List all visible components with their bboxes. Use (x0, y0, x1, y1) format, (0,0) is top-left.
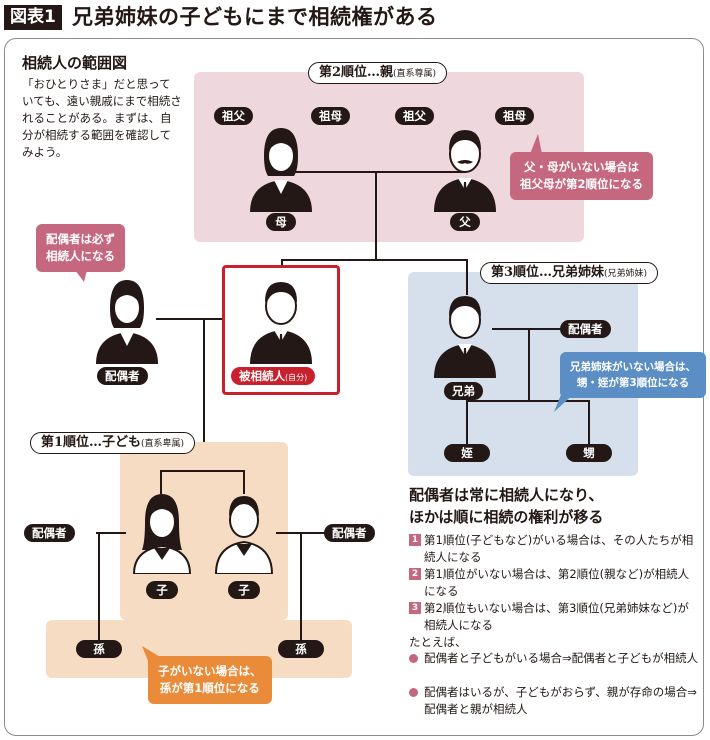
father-tag: 父 (450, 213, 480, 231)
children-note-bubble: 子がいない場合は、 孫が第1順位になる (148, 656, 272, 704)
grandmother-tag-2: 祖母 (495, 107, 534, 125)
child-left-person-icon (132, 494, 192, 574)
sibling-person-icon (434, 296, 496, 378)
siblings-note-bubble: 兄弟姉妹がいない場合は、 甥・姪が第3順位になる (560, 352, 706, 398)
child-right-tag: 子 (228, 581, 260, 599)
children-bubble-tail (142, 646, 162, 666)
connector (156, 318, 224, 320)
self-person-icon (250, 282, 312, 364)
connector (203, 318, 205, 442)
grandmother-tag-1: 祖母 (311, 107, 350, 125)
connector (375, 171, 377, 259)
child-spouse-right-tag: 配偶者 (324, 524, 375, 542)
figure-badge: 図表1 (4, 5, 62, 30)
connector (528, 328, 530, 400)
grandfather-tag-2: 祖父 (395, 107, 434, 125)
spouse-person-icon (96, 280, 158, 364)
nephew-tag: 甥 (566, 444, 612, 462)
connector (466, 259, 468, 295)
spouse-note-bubble: 配偶者は必ず 相続人になる (36, 224, 125, 272)
connector (98, 532, 100, 640)
siblings-bubble-tail (554, 392, 576, 412)
grandchild-left-tag: 孫 (76, 640, 122, 658)
connector (243, 470, 245, 494)
intro-text: 「おひとりさま」だと思っていても、遠い親戚にまで相続されることがある。まずは、自… (22, 77, 182, 159)
connector (96, 532, 126, 534)
page-title: 兄弟姉妹の子どもにまで相続権がある (72, 5, 438, 29)
grandfather-tag-1: 祖父 (214, 107, 253, 125)
parents-bubble-tail (530, 134, 542, 154)
connector (466, 400, 468, 444)
child-left-tag: 子 (146, 581, 178, 599)
spouse-bubble-tail (72, 266, 88, 282)
third-rank-label: 第3順位…兄弟姉妹(兄弟姉妹) (480, 262, 659, 284)
rule-item: 3 第2順位もいない場合は、第3順位(兄弟姉妹など)が相続人になる (409, 600, 699, 634)
child-right-person-icon (214, 496, 274, 574)
connector (160, 470, 244, 472)
niece-tag: 姪 (444, 444, 490, 462)
child-spouse-left-tag: 配偶者 (24, 524, 75, 542)
connector (280, 171, 466, 173)
father-person-icon (434, 130, 496, 212)
connector (466, 400, 590, 402)
rule-number: 2 (409, 568, 421, 580)
rule-number: 3 (409, 602, 421, 614)
header: 図表1 兄弟姉妹の子どもにまで相続権がある (0, 0, 710, 36)
connector (281, 259, 283, 267)
connector (281, 259, 467, 261)
second-rank-label: 第2順位…親(直系尊属) (308, 62, 448, 84)
connector (492, 328, 562, 330)
rule-item: 1 第1順位(子どもなど)がいる場合は、その人たちが相続人になる (409, 532, 699, 566)
bullet-dot-icon (409, 688, 418, 697)
rule-number: 1 (409, 534, 421, 546)
rules-title: 配偶者は常に相続人になり、 ほかは順に相続の権利が移る (409, 486, 604, 526)
self-tag: 被相続人(自分) (231, 367, 316, 385)
spouse-tag: 配偶者 (97, 367, 148, 385)
mother-person-icon (250, 128, 312, 212)
example-intro: たとえば、 (409, 635, 467, 649)
connector (300, 532, 302, 640)
example-item: 配偶者はいるが、子どもがおらず、親が存命の場合⇒配偶者と親が相続人 (409, 684, 699, 718)
intro-title: 相続人の範囲図 (22, 54, 128, 72)
rule-item: 2 第1順位がいない場合は、第2順位(親など)が相続人になる (409, 566, 699, 600)
first-rank-label: 第1順位…子ども(直系卑属) (30, 432, 196, 454)
sibling-tag: 兄弟 (444, 382, 483, 400)
connector (160, 470, 162, 494)
parents-note-bubble: 父・母がいない場合は 祖父母が第2順位になる (510, 152, 654, 200)
example-item: 配偶者と子どもがいる場合⇒配偶者と子どもが相続人 (409, 650, 699, 667)
sibling-spouse-tag: 配偶者 (560, 320, 611, 338)
grandchild-right-tag: 孫 (278, 640, 324, 658)
mother-tag: 母 (266, 213, 296, 231)
connector (588, 400, 590, 444)
bullet-dot-icon (409, 654, 418, 663)
